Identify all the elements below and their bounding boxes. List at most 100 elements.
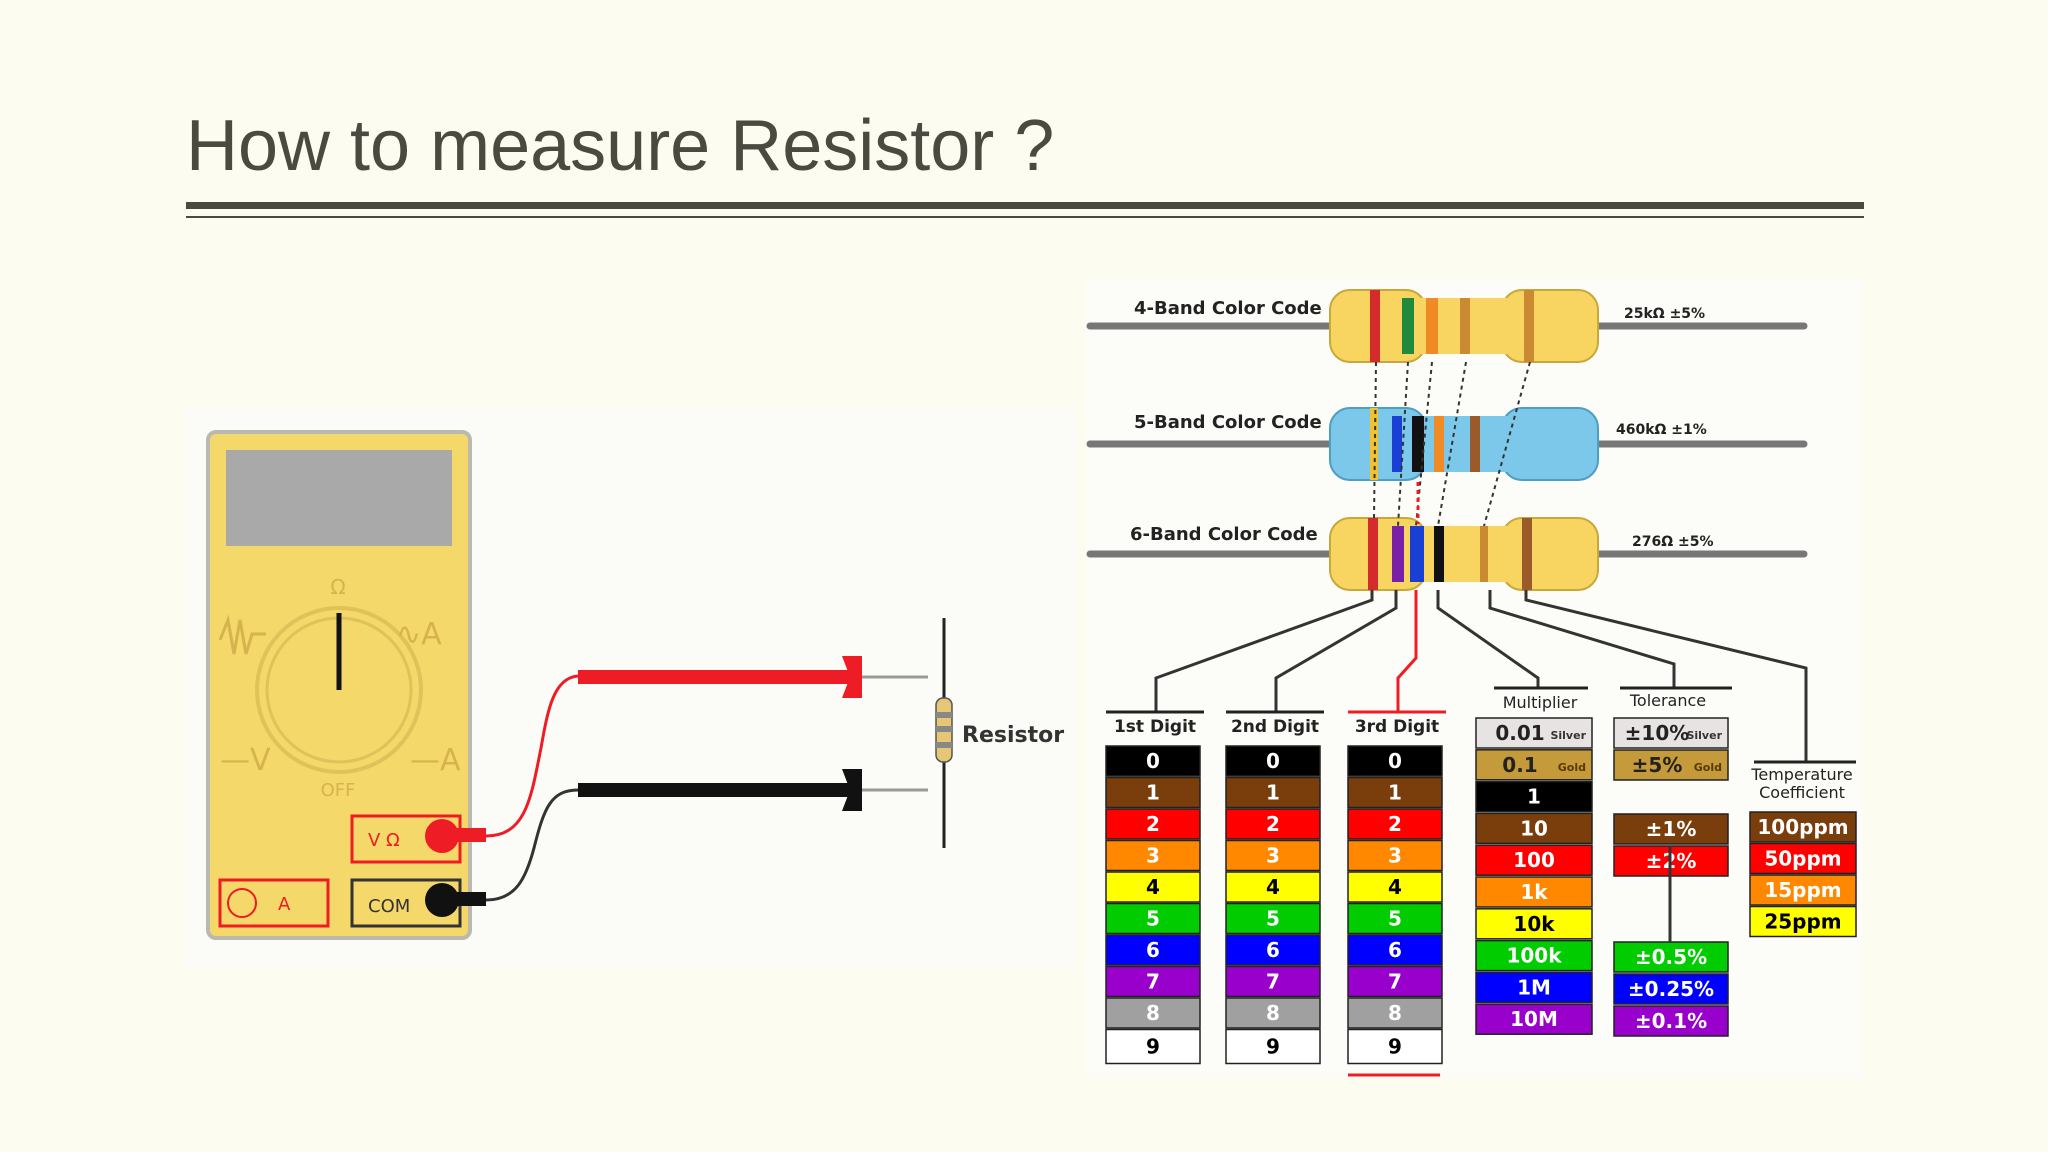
amp-jack-socket	[227, 888, 257, 918]
digit2-7-label: 7	[1266, 970, 1280, 994]
digit1-4-label: 4	[1146, 875, 1160, 899]
dial-outer-ring	[255, 606, 423, 774]
off-label: OFF	[321, 780, 356, 801]
digit3-7-label: 7	[1388, 970, 1402, 994]
digit3-4-label: 4	[1388, 875, 1402, 899]
multiplier-0-note: Silver	[1550, 729, 1586, 742]
resistor-label: Resistor	[962, 723, 1064, 748]
resistor-5band	[1329, 407, 1599, 481]
ac-amp-glyph: ∿A	[396, 617, 442, 652]
multiplier-9-swatch	[1475, 1003, 1593, 1035]
digit1-3-swatch	[1105, 839, 1201, 872]
digit2-8-label: 8	[1266, 1001, 1280, 1025]
tempco-3-label: 25ppm	[1764, 910, 1841, 934]
multiplier-2-label: 1	[1527, 785, 1541, 809]
digit1-0-swatch	[1105, 745, 1201, 777]
tolerance-2-label: ±1%	[1646, 817, 1697, 841]
tolerance-0-note: Silver	[1686, 729, 1722, 742]
digit2-4-label: 4	[1266, 875, 1280, 899]
digit2-0-label: 0	[1266, 749, 1280, 773]
red-probe-body[interactable]	[578, 670, 850, 684]
tempco-3-swatch	[1749, 905, 1857, 938]
digit3-6-swatch	[1347, 934, 1443, 966]
digit2-2-swatch	[1225, 808, 1321, 840]
tolerance-1-label: ±5%	[1632, 753, 1683, 777]
tolerance-4-swatch	[1613, 941, 1729, 973]
multiplier-7-label: 100k	[1506, 944, 1562, 968]
digit1-2-label: 2	[1146, 812, 1160, 836]
tolerance-6-label: ±0.1%	[1635, 1009, 1707, 1033]
multiplier-8-label: 1M	[1517, 975, 1551, 999]
tolerance-5-swatch	[1613, 973, 1729, 1005]
tolerance-column: ±10%Silver±5%Gold±1%±2%±0.5%±0.25%±0.1%	[1613, 717, 1729, 1037]
tempco-header-line2: Coefficient	[1759, 783, 1845, 802]
multiplier-6-swatch	[1475, 908, 1593, 940]
tolerance-6-swatch	[1613, 1005, 1729, 1037]
digit3-0-swatch	[1347, 745, 1443, 777]
multiplier-3-swatch	[1475, 812, 1593, 845]
digit3-2-swatch	[1347, 808, 1443, 840]
multiplier-header: Multiplier	[1503, 693, 1578, 712]
digit1-4-swatch	[1105, 871, 1201, 903]
black-probe-body[interactable]	[578, 783, 850, 797]
digit2-8-swatch	[1225, 997, 1321, 1029]
digit3-4-swatch	[1347, 871, 1443, 903]
tempco-header-line1: Temperature	[1750, 765, 1852, 784]
digit2-0-swatch	[1225, 745, 1321, 777]
digit1-5-label: 5	[1146, 907, 1160, 931]
digit3-1-label: 1	[1388, 781, 1402, 805]
digit1-9-label: 9	[1146, 1035, 1160, 1059]
digit1-1-swatch	[1105, 776, 1201, 809]
col3-header: 3rd Digit	[1355, 717, 1439, 737]
black-lead-wire	[485, 788, 579, 902]
digit1-2-swatch	[1105, 808, 1201, 840]
digit2-9-label: 9	[1266, 1035, 1280, 1059]
band-guide-lines	[1373, 361, 1531, 527]
digit1-3-label: 3	[1146, 844, 1160, 868]
multiplier-1-label: 0.1	[1502, 753, 1537, 777]
resistor-6band	[1329, 517, 1599, 591]
digit3-9-label: 9	[1388, 1035, 1402, 1059]
ac-volt-icon	[218, 614, 266, 655]
amp-jack-label: A	[278, 894, 291, 915]
dc-volt-glyph: —V	[220, 743, 271, 778]
digit3-0-label: 0	[1388, 749, 1402, 773]
digit3-8-swatch	[1347, 997, 1443, 1029]
digit2-5-swatch	[1225, 902, 1321, 935]
tempco-0-swatch	[1749, 811, 1857, 843]
third-digit-leader	[1396, 590, 1418, 712]
multiplier-1-swatch	[1475, 749, 1593, 781]
digit1-5-swatch	[1105, 902, 1201, 935]
multiplier-4-label: 100	[1513, 848, 1555, 872]
col2-header: 2nd Digit	[1231, 717, 1319, 737]
digit2-7-swatch	[1225, 965, 1321, 998]
tolerance-5-label: ±0.25%	[1628, 977, 1714, 1001]
digit1-1-label: 1	[1146, 781, 1160, 805]
digit2-5-label: 5	[1266, 907, 1280, 931]
slide-title: How to measure Resistor ?	[186, 106, 1055, 186]
band4-value: 25kΩ ±5%	[1624, 306, 1705, 322]
digit2-6-swatch	[1225, 934, 1321, 966]
title-rule-thick	[186, 202, 1864, 209]
tolerance-0-label: ±10%	[1625, 721, 1690, 745]
digit3-5-swatch	[1347, 902, 1443, 935]
amp-jack-frame	[218, 878, 330, 928]
com-jack-label: COM	[368, 896, 410, 917]
leader-lines	[1154, 590, 1808, 762]
red-plug-boot	[442, 828, 486, 842]
tempco-2-swatch	[1749, 874, 1857, 906]
tolerance-header: Tolerance	[1629, 691, 1706, 710]
multimeter-diagram: Ω ∿A —V —A OFF V Ω A COM Resistor	[206, 430, 1064, 940]
digit2-1-swatch	[1225, 776, 1321, 809]
meter-display	[226, 450, 452, 546]
tolerance-1-note: Gold	[1694, 761, 1722, 774]
tolerance-2-swatch	[1613, 813, 1729, 845]
multiplier-3-label: 10	[1520, 816, 1548, 840]
digit1-8-swatch	[1105, 997, 1201, 1029]
red-probe-guard	[842, 656, 862, 698]
digit2-3-swatch	[1225, 839, 1321, 872]
multimeter-panel: Ω ∿A —V —A OFF V Ω A COM Resistor	[186, 408, 1076, 968]
multiplier-2-swatch	[1475, 780, 1593, 813]
